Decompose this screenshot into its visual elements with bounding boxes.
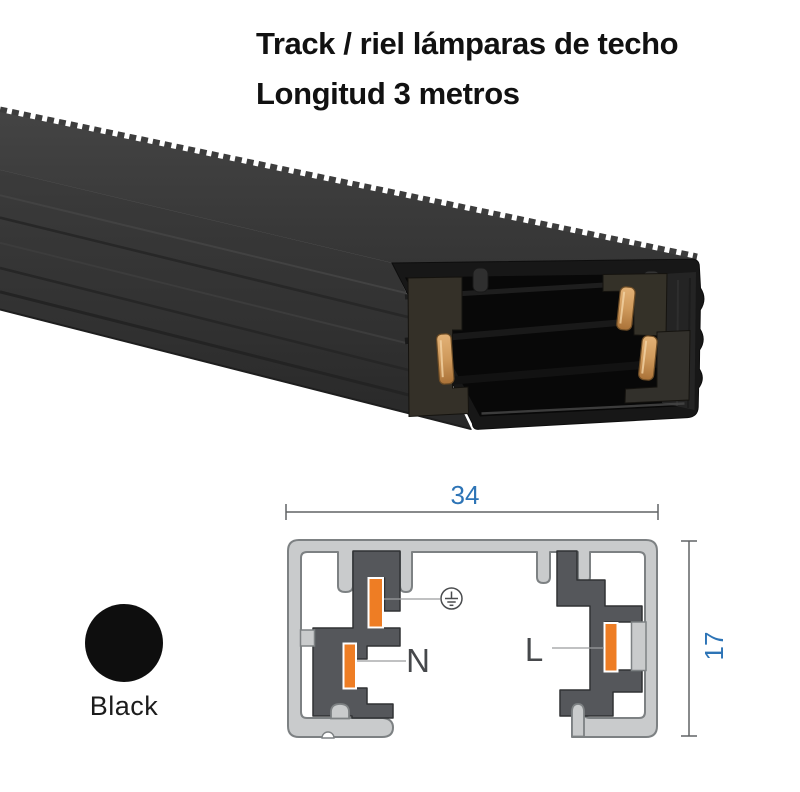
track-end-face <box>391 258 705 430</box>
live-label: L <box>525 631 543 668</box>
copper-contact-3d-a <box>616 286 636 331</box>
cross-section-diagram: 34 17 <box>285 480 729 739</box>
shell-bottom-notch <box>321 731 335 739</box>
end-face-left-prong <box>472 267 489 293</box>
track-front-ribs <box>0 194 472 430</box>
color-swatch-label: Black <box>89 691 159 721</box>
track-rail-3d-render <box>0 106 705 430</box>
width-dimension <box>285 504 659 520</box>
track-serrated-edge <box>0 106 698 261</box>
shell-lip-right <box>571 703 585 738</box>
shell-lip-left <box>330 703 350 720</box>
color-swatch <box>85 604 163 682</box>
end-face-insulator-right-mid <box>624 329 691 404</box>
title-line-2: Longitud 3 metros <box>256 76 520 111</box>
height-dimension-value: 17 <box>699 632 729 661</box>
copper-contact-pe <box>367 577 384 629</box>
width-dimension-value: 34 <box>451 480 480 510</box>
title-line-1: Track / riel lámparas de techo <box>256 26 679 61</box>
copper-contact-n <box>342 642 357 690</box>
copper-contact-3d-pe <box>436 333 455 385</box>
copper-contact-l <box>603 622 619 673</box>
end-face-bottom-highlight <box>481 402 685 415</box>
earth-ground-icon <box>440 587 463 610</box>
shell-step-left <box>299 629 316 647</box>
copper-contact-3d-b <box>638 335 658 381</box>
insulator-left <box>312 550 401 719</box>
insulator-right <box>556 550 643 717</box>
track-front-face <box>0 170 472 430</box>
shell-step-right <box>630 621 647 672</box>
height-dimension <box>681 540 697 737</box>
neutral-label: N <box>406 642 430 679</box>
end-face-insulator-right-upper <box>602 272 668 337</box>
track-top-face <box>0 112 697 263</box>
